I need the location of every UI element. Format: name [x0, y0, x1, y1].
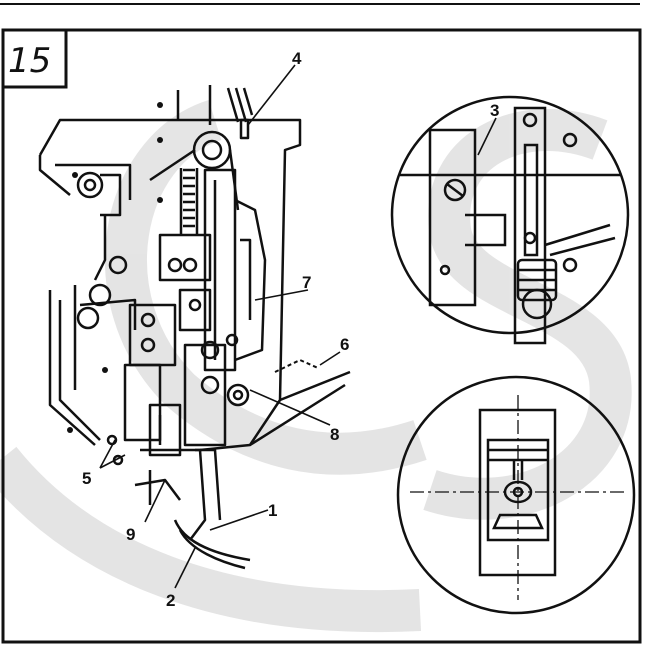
callout-6: 6: [340, 335, 349, 354]
figure-number: 15: [8, 41, 51, 81]
centerlines: [410, 395, 625, 600]
leader-lines: [99, 64, 341, 589]
callout-3: 3: [490, 101, 499, 120]
figure-number-box: [1, 28, 68, 89]
outer-frame: [1, 28, 642, 644]
callout-2: 2: [166, 591, 175, 610]
callout-8: 8: [330, 425, 339, 444]
rivet-dots: [67, 102, 163, 433]
callout-4: 4: [292, 49, 302, 68]
detail-circle-top: [390, 95, 630, 345]
callout-1: 1: [268, 501, 277, 520]
background-watermark: [0, 99, 632, 633]
part-6-screw: [274, 358, 319, 373]
callout-9: 9: [126, 525, 135, 544]
callout-7: 7: [302, 273, 311, 292]
machine-head-drawing: [38, 85, 351, 570]
leader-3: [477, 117, 497, 156]
callout-5: 5: [82, 469, 91, 488]
